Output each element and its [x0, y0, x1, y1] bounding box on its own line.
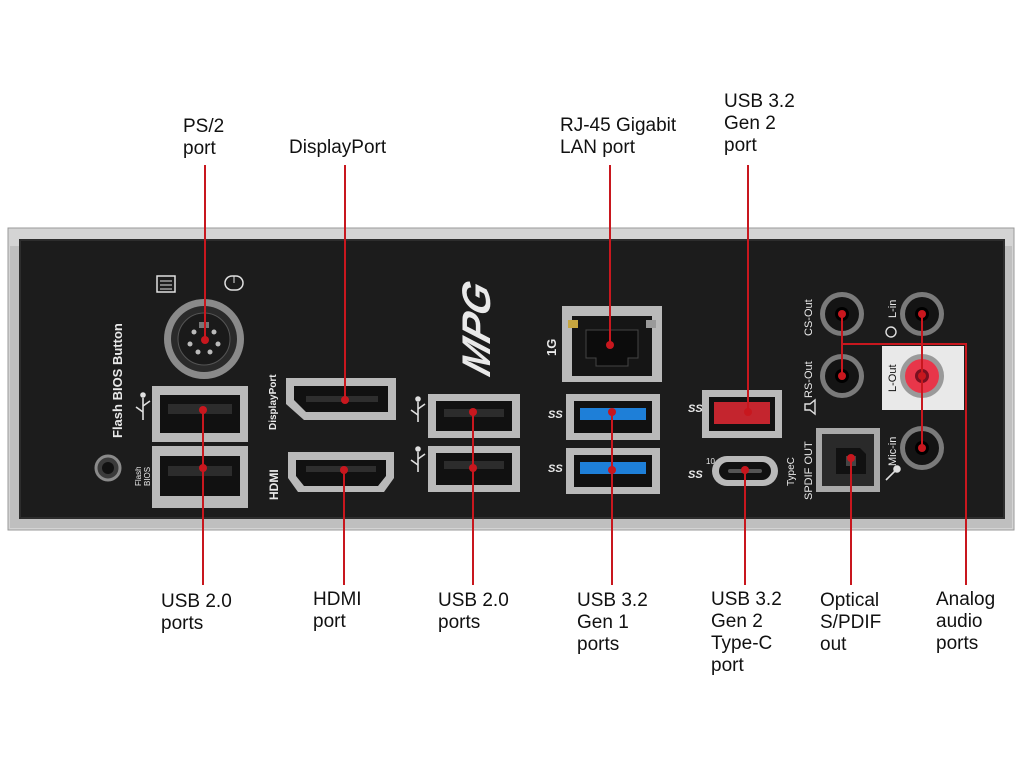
displayport-port[interactable] — [286, 378, 396, 420]
callout-optical-spdif-out: Optical S/PDIF out — [820, 590, 881, 656]
callout-usb32-gen1-ports: USB 3.2 Gen 1 ports — [577, 590, 648, 656]
callout-usb32-typec-port: USB 3.2 Gen 2 Type-C port — [711, 589, 782, 677]
callout-displayport: DisplayPort — [289, 137, 386, 159]
silkscreen-spdif-out: SPDIF OUT — [803, 441, 815, 500]
superspeed-usb-icon: SS — [688, 469, 703, 481]
callout-usb32-gen2-port: USB 3.2 Gen 2 port — [724, 91, 795, 157]
superspeed-usb-icon: SS — [548, 463, 563, 475]
callout-ps2-port: PS/2 port — [183, 116, 224, 160]
superspeed-usb-icon: SS — [548, 409, 563, 421]
flash-bios-button-cap — [102, 462, 114, 474]
usb20-port-left-top[interactable] — [152, 386, 248, 442]
superspeed-usb-icon: SS — [688, 403, 703, 415]
callout-analog-audio-ports: Analog audio ports — [936, 589, 995, 655]
silkscreen-l-in: L-in — [887, 300, 899, 318]
silkscreen-displayport: DisplayPort — [268, 374, 279, 430]
silkscreen-hdmi: HDMI — [267, 469, 281, 500]
callout-usb20-left-ports: USB 2.0 ports — [161, 591, 232, 635]
silkscreen-typec: TypeC — [786, 457, 797, 486]
silkscreen-mic-in: Mic-in — [887, 437, 899, 466]
usb20-port-left-bottom[interactable] — [152, 446, 248, 508]
callout-usb20-mid-ports: USB 2.0 ports — [438, 590, 509, 634]
silkscreen-rs-out: RS-Out — [803, 361, 815, 398]
silkscreen-flash: Flash — [134, 466, 143, 486]
usb32-gen2-port[interactable] — [702, 390, 782, 438]
callout-rj45-lan-port: RJ-45 Gigabit LAN port — [560, 115, 676, 159]
silkscreen-flash-bios-button: Flash BIOS Button — [110, 323, 125, 438]
silkscreen-cs-out: CS-Out — [803, 299, 815, 336]
silkscreen-bios: BIOS — [143, 467, 152, 486]
silkscreen-lan-speed: 1G — [544, 339, 559, 356]
silkscreen-l-out: L-Out — [887, 364, 899, 392]
callout-hdmi-port: HDMI port — [313, 589, 362, 633]
brand-logo: MPG — [454, 275, 499, 381]
